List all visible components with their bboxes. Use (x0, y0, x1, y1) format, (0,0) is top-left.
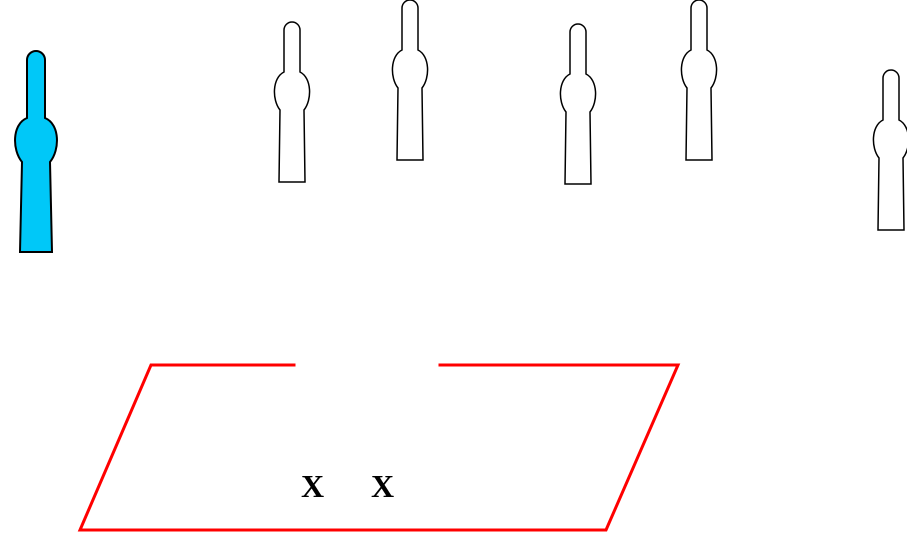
zone-left-segment (77, 363, 681, 532)
figure-4 (559, 23, 597, 185)
x-mark-2: X (371, 468, 395, 504)
figure-5 (680, 0, 718, 161)
figure-6 (872, 69, 907, 231)
figure-1 (14, 50, 58, 253)
figure-2 (273, 21, 311, 183)
x-mark-1: X (301, 468, 325, 504)
figure-3 (391, 0, 429, 161)
zone-outline (77, 363, 681, 532)
